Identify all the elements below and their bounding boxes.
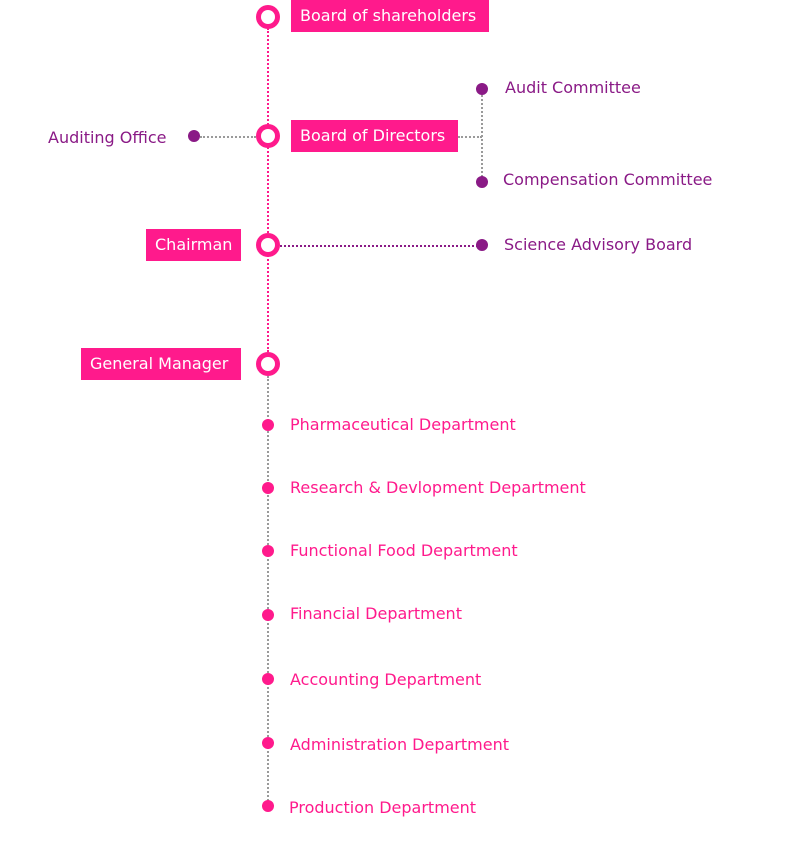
department-label: Research & Devlopment Department [290, 478, 586, 497]
compensation-committee-dot [476, 176, 488, 188]
science-advisory-label: Science Advisory Board [504, 235, 693, 254]
committees-connector-v [481, 92, 483, 180]
chairman-box: Chairman [146, 229, 241, 261]
department-label: Financial Department [290, 604, 462, 623]
spine-connector [267, 28, 269, 352]
board-of-directors-node [256, 124, 280, 148]
department-dot [262, 673, 274, 685]
department-dot [262, 482, 274, 494]
chairman-node [256, 233, 280, 257]
general-manager-box: General Manager [81, 348, 241, 380]
general-manager-node [256, 352, 280, 376]
committees-connector-h [458, 136, 482, 138]
compensation-committee-label: Compensation Committee [503, 170, 713, 189]
science-advisory-connector [280, 245, 478, 247]
audit-committee-label: Audit Committee [505, 78, 641, 97]
board-of-directors-box: Board of Directors [291, 120, 458, 152]
board-of-shareholders-node [256, 5, 280, 29]
department-label: Accounting Department [290, 670, 482, 689]
auditing-office-label: Auditing Office [48, 128, 167, 147]
department-dot [262, 419, 274, 431]
science-advisory-dot [476, 239, 488, 251]
department-dot [262, 800, 274, 812]
auditing-office-dot [188, 130, 200, 142]
board-of-shareholders-box: Board of shareholders [291, 0, 489, 32]
department-label: Production Department [289, 798, 477, 817]
department-dot [262, 545, 274, 557]
department-connector [267, 376, 269, 808]
department-dot [262, 609, 274, 621]
department-label: Administration Department [290, 735, 509, 754]
department-dot [262, 737, 274, 749]
department-label: Functional Food Department [290, 541, 518, 560]
auditing-office-connector [200, 136, 256, 138]
audit-committee-dot [476, 83, 488, 95]
department-label: Pharmaceutical Department [290, 415, 516, 434]
